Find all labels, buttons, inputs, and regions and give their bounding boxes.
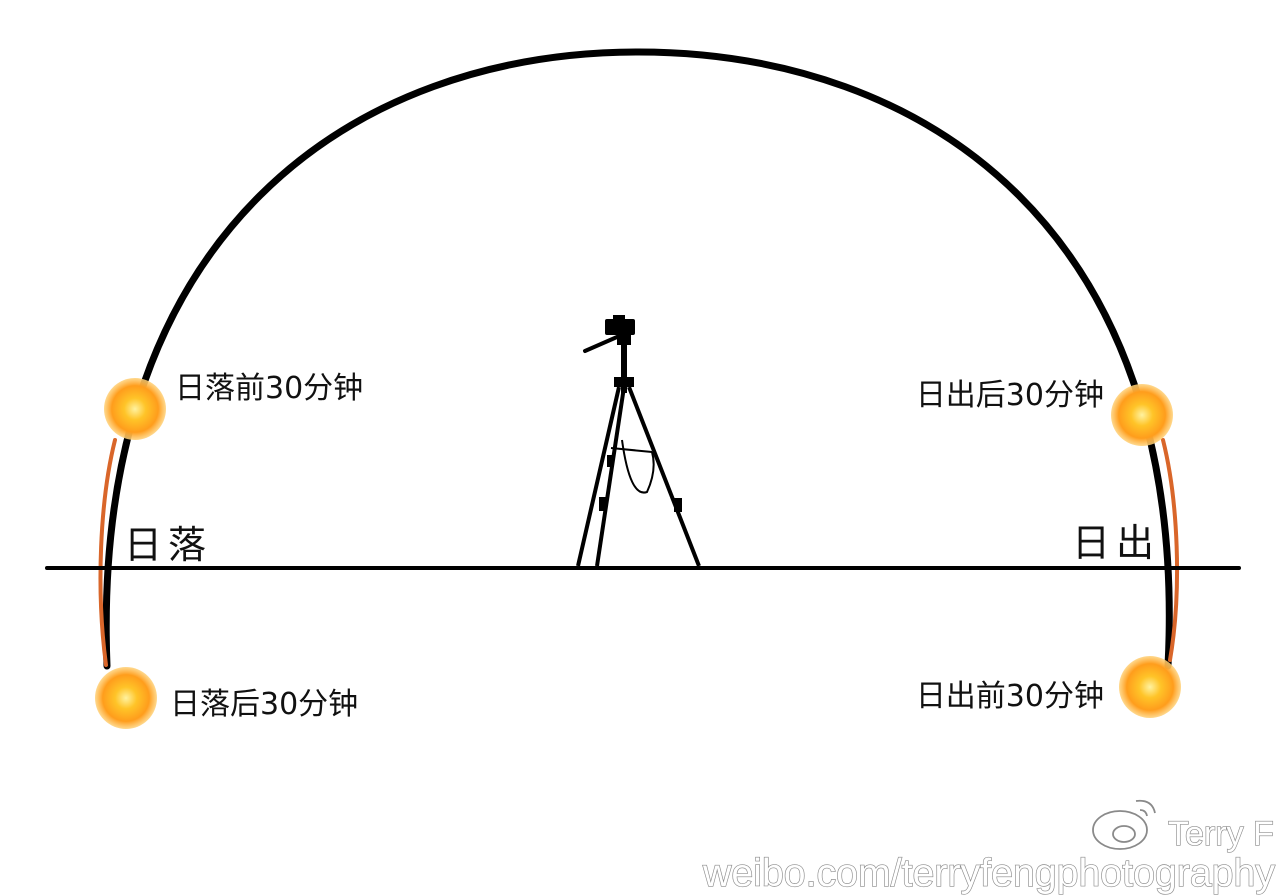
sun-icon [1119,656,1181,718]
weibo-logo-icon [1092,799,1156,850]
sun-icon [104,378,166,440]
label-before-sunset-30: 日落前30分钟 [175,371,363,406]
label-after-sunrise-30: 日出后30分钟 [916,378,1104,413]
watermark-name: Terry F [1168,815,1274,853]
label-sunrise: 日出 [1072,521,1160,565]
label-before-sunrise-30: 日出前30分钟 [916,679,1104,714]
sun-path-arc [102,48,1173,670]
label-sunset: 日落 [124,523,212,567]
tripod-camera-icon [576,315,701,567]
watermark-url: weibo.com/terryfengphotography [702,852,1276,895]
sun-icon [95,667,157,729]
sunrise-golden-band [1161,438,1180,662]
label-after-sunset-30: 日落后30分钟 [170,687,358,722]
sun-icon [1111,384,1173,446]
sunset-golden-band [98,438,117,667]
